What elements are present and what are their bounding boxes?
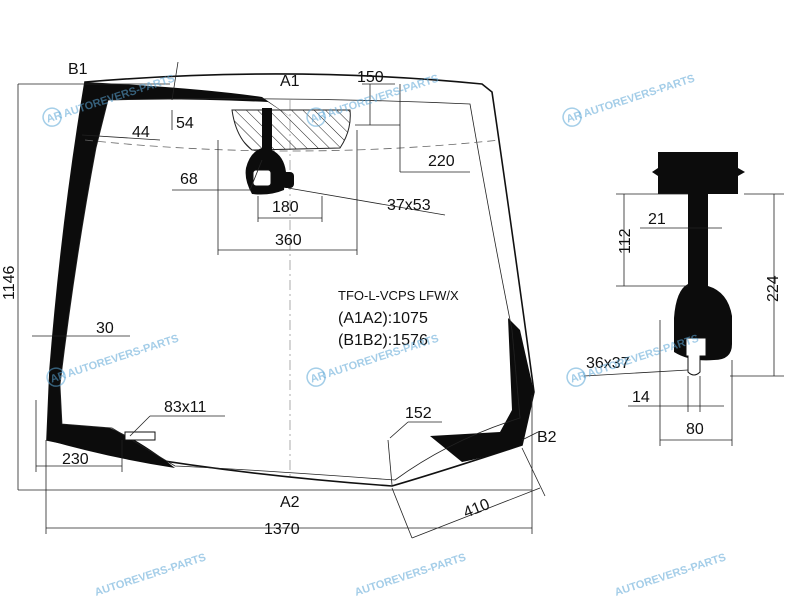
section-dim-112: 112 xyxy=(617,228,634,254)
point-label-b2: B2 xyxy=(537,429,557,446)
dim-180: 180 xyxy=(272,199,299,216)
ar-logo-icon xyxy=(562,107,582,127)
point-label-a1: A1 xyxy=(280,73,300,90)
length-a1a2: (A1A2):1075 xyxy=(338,310,428,327)
svg-text:AR: AR xyxy=(309,109,328,125)
frit-right-lower xyxy=(430,318,534,462)
shade-band-dashed xyxy=(84,139,501,152)
model-code: TFO-L-VCPS LFW/X xyxy=(338,288,459,303)
watermark-7: AUTOREVERS-PARTS xyxy=(93,551,207,598)
svg-text:AR: AR xyxy=(569,369,588,385)
svg-text:AUTOREVERS-PARTS: AUTOREVERS-PARTS xyxy=(66,333,180,380)
dim-30: 30 xyxy=(96,320,114,337)
section-slot xyxy=(685,337,707,376)
dimension-lines xyxy=(17,61,546,539)
dim-150: 150 xyxy=(357,69,384,86)
ar-logo-icon xyxy=(42,107,62,127)
ar-logo-icon xyxy=(46,367,66,387)
section-top-plate xyxy=(652,152,745,194)
ceramic-frit-band xyxy=(47,82,292,468)
svg-text:AR: AR xyxy=(565,109,584,125)
dim-68: 68 xyxy=(180,171,198,188)
svg-text:AR: AR xyxy=(45,109,64,125)
watermark-8: AUTOREVERS-PARTS xyxy=(353,551,467,598)
section-dim-14: 14 xyxy=(632,389,650,406)
dim-54: 54 xyxy=(176,115,194,132)
svg-text:AR: AR xyxy=(49,369,68,385)
ar-logo-icon xyxy=(566,367,586,387)
dim-410: 410 xyxy=(461,496,492,522)
dim-1370: 1370 xyxy=(264,521,300,538)
svg-text:AUTOREVERS-PARTS: AUTOREVERS-PARTS xyxy=(582,73,696,120)
dim-83x11: 83x11 xyxy=(164,399,207,416)
section-dim-21: 21 xyxy=(648,211,666,228)
section-dim-224: 224 xyxy=(765,275,782,302)
windshield-glass xyxy=(46,73,535,487)
svg-text:AUTOREVERS-PARTS: AUTOREVERS-PARTS xyxy=(93,551,207,598)
section-stem xyxy=(688,194,708,286)
mirror-bracket-section xyxy=(583,152,784,446)
dim-220: 220 xyxy=(428,153,455,170)
section-dim-80: 80 xyxy=(686,421,704,438)
stamp-area xyxy=(124,431,156,441)
mirror-mount-hole xyxy=(252,169,272,187)
rain-sensor-pad xyxy=(282,172,294,188)
ar-logo-icon xyxy=(306,367,326,387)
sensor-area xyxy=(231,108,351,195)
watermark-3: AR AUTOREVERS-PARTS xyxy=(562,73,696,127)
ar-logo-icon xyxy=(306,107,326,127)
dim-37x53: 37x53 xyxy=(387,197,431,214)
dim-44: 44 xyxy=(132,124,150,141)
point-label-a2: A2 xyxy=(280,494,300,511)
glass-inner-line xyxy=(59,98,521,481)
dim-230: 230 xyxy=(62,451,89,468)
svg-text:AUTOREVERS-PARTS: AUTOREVERS-PARTS xyxy=(353,551,467,598)
point-label-b1: B1 xyxy=(68,61,88,78)
svg-text:AR: AR xyxy=(309,369,328,385)
dim-1146: 1146 xyxy=(1,265,18,300)
length-b1b2: (B1B2):1576 xyxy=(338,332,428,349)
sensor-hatched-zone xyxy=(231,109,351,151)
dim-152: 152 xyxy=(405,405,432,422)
svg-text:AUTOREVERS-PARTS: AUTOREVERS-PARTS xyxy=(613,551,727,598)
dim-360: 360 xyxy=(275,232,302,249)
watermark-9: AUTOREVERS-PARTS xyxy=(613,551,727,598)
section-dim-36x37: 36x37 xyxy=(586,355,630,372)
